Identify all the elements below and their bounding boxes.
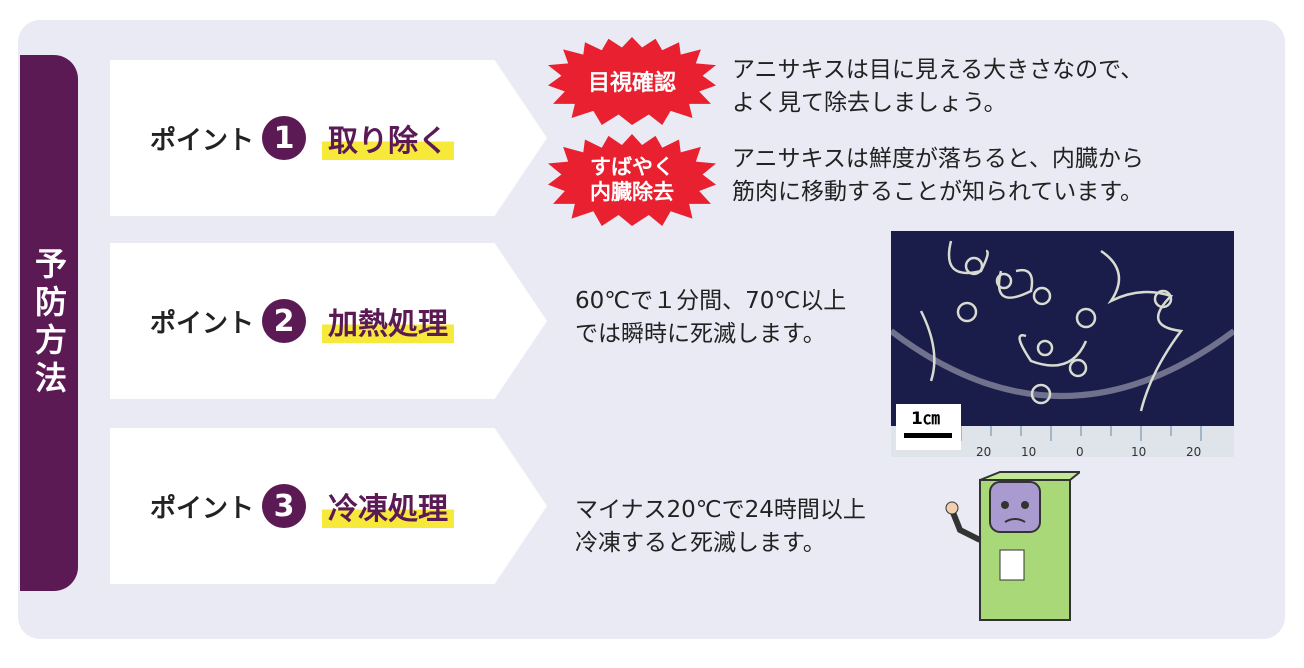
freezing-text: マイナス20℃で24時間以上 冷凍すると死滅します。 xyxy=(575,494,866,560)
scale-bar-box xyxy=(896,404,961,450)
scale-bar xyxy=(904,433,952,438)
ruler-label: 10 xyxy=(1131,445,1146,457)
note-visual-check: アニサキスは目に見える大きさなので、 よく見て除去しましょう。 xyxy=(732,54,1143,120)
point-number: 1 xyxy=(262,116,307,160)
heating-text: 60℃で１分間、70℃以上 では瞬時に死滅します。 xyxy=(575,285,846,351)
text-line: 冷凍すると死滅します。 xyxy=(575,530,826,556)
note-line: アニサキスは目に見える大きさなので、 xyxy=(732,57,1144,83)
text-line: では瞬時に死滅します。 xyxy=(575,321,826,347)
ruler-label: 10 xyxy=(1021,445,1036,457)
freezer-character-illustration xyxy=(945,471,1080,621)
badge-line: すばやく xyxy=(590,155,674,179)
badge-line: 内臓除去 xyxy=(590,180,674,204)
point-number: 3 xyxy=(262,484,307,528)
point-label: 冷凍処理 xyxy=(322,484,455,528)
point-prefix: ポイント xyxy=(150,308,255,339)
note-quick-gutting: アニサキスは鮮度が落ちると、内臓から 筋肉に移動することが知られています。 xyxy=(732,143,1144,209)
side-tab: 予防方法 xyxy=(20,55,78,591)
text-line: 60℃で１分間、70℃以上 xyxy=(575,288,847,314)
ruler-label: 20 xyxy=(976,445,991,457)
point-label: 取り除く xyxy=(322,116,455,160)
scale-label: 1㎝ xyxy=(911,409,940,429)
note-line: 筋肉に移動することが知られています。 xyxy=(732,179,1144,205)
note-line: アニサキスは鮮度が落ちると、内臓から xyxy=(732,146,1144,172)
text-line: マイナス20℃で24時間以上 xyxy=(575,497,866,523)
point-prefix: ポイント xyxy=(150,493,255,524)
point-label: 加熱処理 xyxy=(322,299,455,343)
ruler-label: 20 xyxy=(1186,445,1201,457)
ruler-label: 0 xyxy=(1076,445,1084,457)
note-line: よく見て除去しましょう。 xyxy=(732,90,1007,116)
anisakis-photo: 20 10 0 10 20 1㎝ xyxy=(891,231,1234,457)
point-prefix: ポイント xyxy=(150,125,255,156)
point-number: 2 xyxy=(262,299,307,343)
ruler-labels: 20 10 0 10 20 xyxy=(976,445,1201,457)
